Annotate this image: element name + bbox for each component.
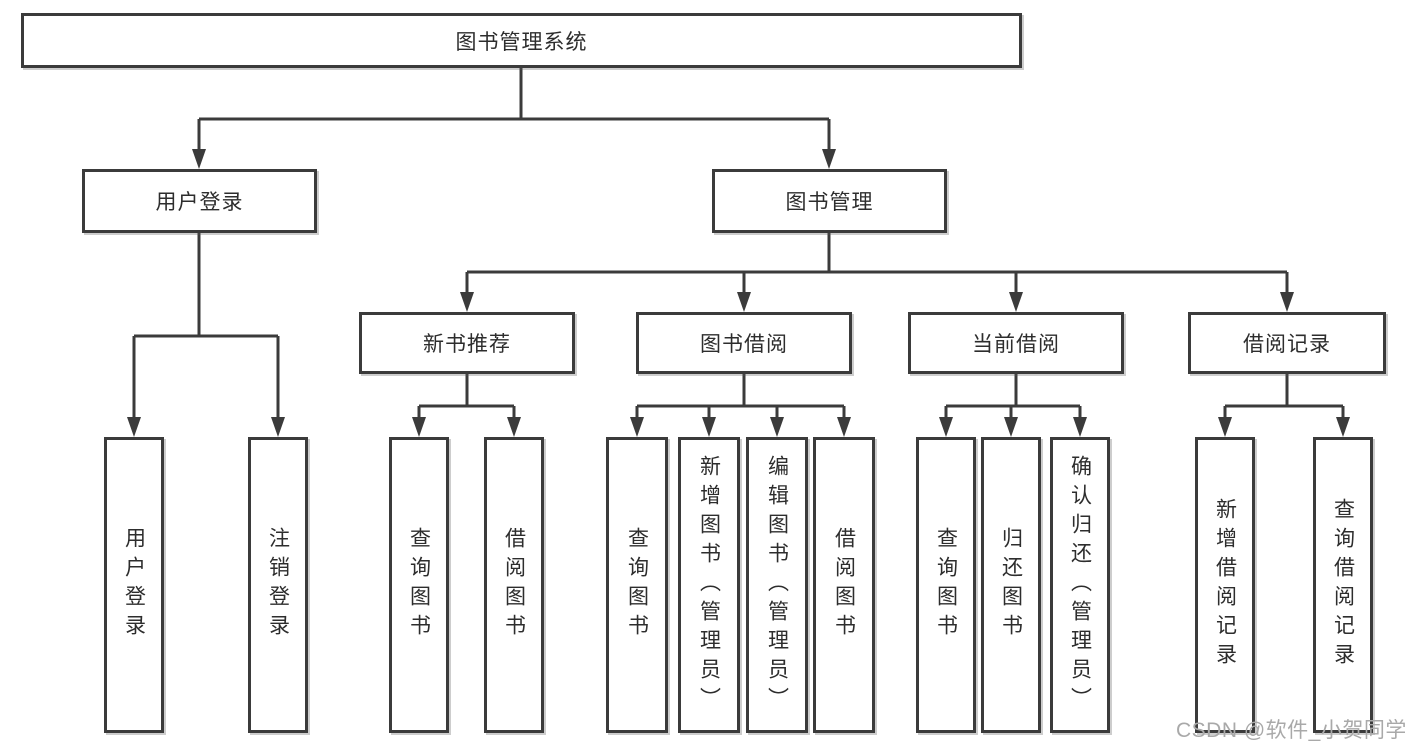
node-label: 查询借阅记录	[1331, 498, 1355, 672]
node-library-management-system: 图书管理系统	[21, 13, 1022, 68]
arrowhead-icon	[1336, 417, 1350, 437]
node-label: 借阅记录	[1243, 333, 1331, 356]
arrowhead-icon	[271, 417, 285, 437]
connector-bookborrow-to-leaves	[630, 374, 851, 437]
node-label: 注销登录	[266, 527, 290, 643]
node-new-book-recommend: 新书推荐	[359, 312, 575, 374]
node-label: 编辑图书（管理员）	[765, 454, 789, 716]
arrowhead-icon	[1280, 292, 1294, 312]
node-label: 图书管理	[785, 191, 874, 214]
leaf-add-books-admin: 新增图书（管理员）	[678, 437, 740, 733]
csdn-watermark: CSDN @软件_小贺同学	[1176, 719, 1405, 742]
node-label: 归还图书	[999, 527, 1023, 643]
arrowhead-icon	[1009, 292, 1023, 312]
arrowhead-icon	[770, 417, 784, 437]
connector-userlogin-to-leaves	[127, 233, 285, 437]
leaf-borrow-books-2: 借阅图书	[813, 437, 875, 733]
connector-bookmgmt-to-level3	[460, 233, 1294, 312]
leaf-query-books-1: 查询图书	[389, 437, 449, 733]
arrowhead-icon	[460, 292, 474, 312]
arrowhead-icon	[412, 417, 426, 437]
node-label: 借阅图书	[502, 527, 526, 643]
node-current-borrowing: 当前借阅	[908, 312, 1124, 374]
arrowhead-icon	[507, 417, 521, 437]
connector-root-to-level2	[192, 68, 836, 169]
arrowhead-icon	[837, 417, 851, 437]
node-borrowing-records: 借阅记录	[1188, 312, 1386, 374]
node-label: 查询图书	[934, 527, 958, 643]
node-book-borrowing: 图书借阅	[636, 312, 852, 374]
node-book-management: 图书管理	[712, 169, 947, 233]
connector-borrowrecords-to-leaves	[1218, 374, 1350, 437]
node-label: 图书管理系统	[455, 30, 588, 54]
connector-currentborrow-to-leaves	[939, 374, 1087, 437]
node-label: 查询图书	[625, 527, 649, 643]
node-label: 查询图书	[407, 527, 431, 643]
node-label: 借阅图书	[832, 527, 856, 643]
node-user-login: 用户登录	[82, 169, 317, 233]
node-label: 图书借阅	[700, 333, 788, 356]
leaf-user-login: 用户登录	[104, 437, 164, 733]
arrowhead-icon	[1004, 417, 1018, 437]
arrowhead-icon	[702, 417, 716, 437]
connector-newbooks-to-leaves	[412, 374, 521, 437]
node-label: 确认归还（管理员）	[1068, 454, 1092, 716]
arrowhead-icon	[630, 417, 644, 437]
node-label: 新增图书（管理员）	[697, 454, 721, 716]
node-label: 当前借阅	[972, 333, 1060, 356]
leaf-query-books-2: 查询图书	[606, 437, 668, 733]
leaf-query-borrow-record: 查询借阅记录	[1313, 437, 1373, 733]
arrowhead-icon	[192, 149, 206, 169]
leaf-confirm-return-admin: 确认归还（管理员）	[1050, 437, 1110, 733]
arrowhead-icon	[1218, 417, 1232, 437]
arrowhead-icon	[737, 292, 751, 312]
arrowhead-icon	[1073, 417, 1087, 437]
node-label: 新书推荐	[423, 333, 511, 356]
node-label: 用户登录	[122, 527, 146, 643]
node-label: 新增借阅记录	[1213, 498, 1237, 672]
arrowhead-icon	[127, 417, 141, 437]
leaf-logout: 注销登录	[248, 437, 308, 733]
arrowhead-icon	[939, 417, 953, 437]
leaf-query-books-3: 查询图书	[916, 437, 976, 733]
node-label: 用户登录	[155, 191, 244, 214]
leaf-return-books: 归还图书	[981, 437, 1041, 733]
arrowhead-icon	[822, 149, 836, 169]
leaf-add-borrow-record: 新增借阅记录	[1195, 437, 1255, 733]
leaf-borrow-books-1: 借阅图书	[484, 437, 544, 733]
leaf-edit-books-admin: 编辑图书（管理员）	[746, 437, 808, 733]
